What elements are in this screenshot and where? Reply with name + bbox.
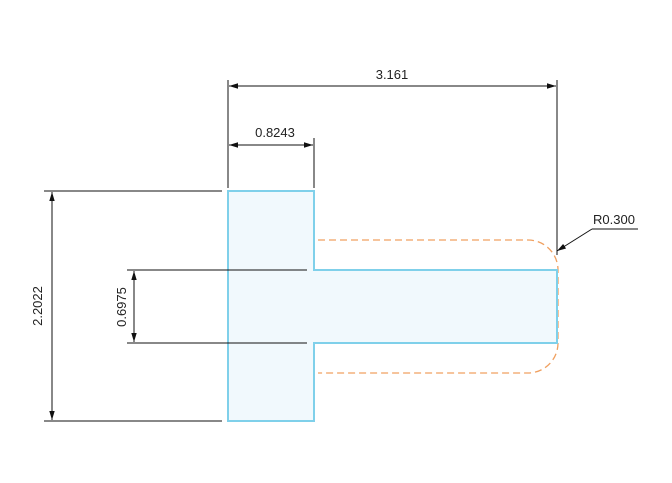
- dimension-fillet-radius: R0.300: [556, 212, 638, 252]
- dimension-shank-height-label: 0.6975: [114, 287, 129, 327]
- dimension-fillet-radius-label: R0.300: [593, 212, 635, 227]
- part-profile: [227, 190, 558, 422]
- hidden-fillet-outline: [318, 239, 559, 374]
- dimension-overall-length: 3.161: [227, 67, 558, 255]
- dimension-shank-height: 0.6975: [114, 269, 307, 344]
- dimension-overall-height: 2.2022: [30, 190, 222, 422]
- dimension-head-width-label: 0.8243: [255, 125, 295, 140]
- dimension-overall-height-label: 2.2022: [30, 286, 45, 326]
- dimension-overall-length-label: 3.161: [376, 67, 409, 82]
- dimension-head-width: 0.8243: [229, 125, 315, 188]
